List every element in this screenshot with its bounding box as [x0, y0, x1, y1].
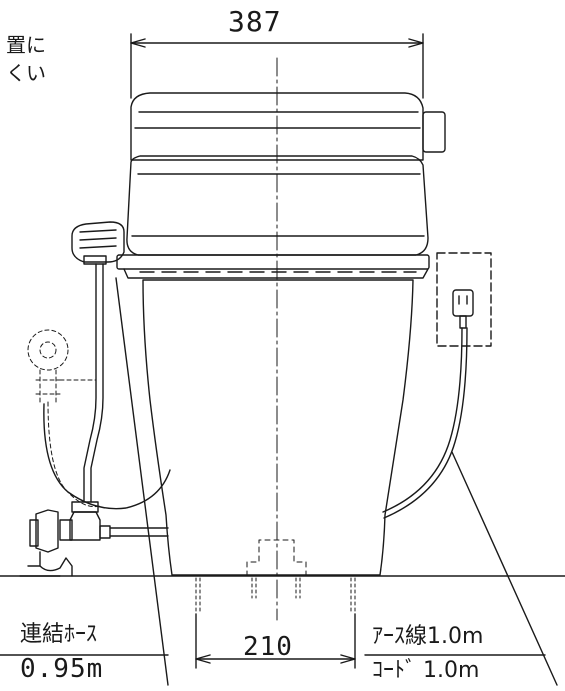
alt-valve-dashed: [27, 329, 101, 508]
seat-body: [126, 155, 429, 256]
hose-routing-curve: [43, 403, 171, 510]
earth-wire-label: ｱｰｽ線1.0m: [372, 624, 484, 649]
width-dimension: [130, 33, 424, 99]
top-left-note-line2: くい: [6, 61, 46, 85]
side-knob: [422, 111, 446, 153]
hose-length-label: 0.95m: [20, 654, 104, 684]
stop-valve: [19, 501, 169, 577]
remote-panel: [71, 221, 125, 265]
cord-length-label: ｺｰﾄﾞ 1.0m: [372, 658, 480, 683]
center-dimension: [195, 613, 356, 669]
top-left-note-line1: 置に: [6, 33, 46, 57]
toilet-bowl: [142, 279, 414, 576]
floor-bolts: [195, 577, 356, 613]
hose-label: 連結ﾎｰｽ: [20, 622, 98, 647]
seat-base: [116, 254, 430, 279]
hose-leader-line: [115, 277, 169, 686]
power-outlet: [436, 252, 492, 347]
center-dimension-value: 210: [243, 632, 293, 662]
width-dimension-value: 387: [228, 5, 282, 38]
power-cord: [382, 327, 463, 513]
cord-leader-line: [451, 451, 558, 686]
drain-outline: [246, 539, 307, 577]
seat-lid: [130, 92, 424, 161]
connection-hose: [83, 263, 104, 503]
